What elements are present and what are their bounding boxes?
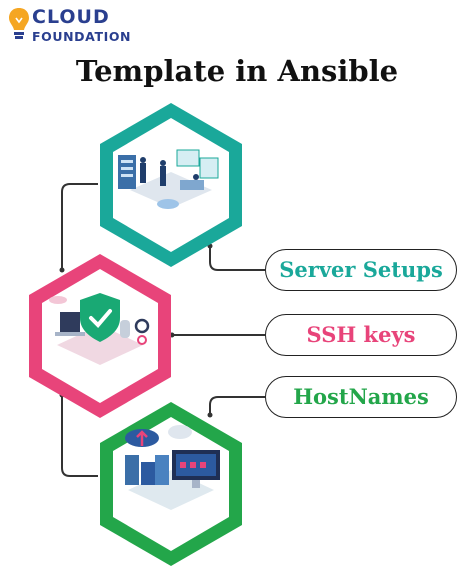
label-ssh-keys-text: SSH keys <box>306 322 416 347</box>
server-room-illustration <box>118 149 219 209</box>
logo: CLOUD FOUNDATION <box>8 4 158 46</box>
hexagon-hostnames <box>100 402 242 566</box>
hexagon-server-setups <box>100 103 242 267</box>
lightbulb-icon <box>9 8 29 39</box>
logo-line-1: CLOUD <box>32 6 110 28</box>
label-hostnames: HostNames <box>265 376 457 418</box>
label-ssh-keys: SSH keys <box>265 314 457 356</box>
label-hostnames-text: HostNames <box>293 384 429 409</box>
connector-server-setups <box>209 246 265 271</box>
connector-hostnames <box>209 396 265 415</box>
hexagon-ssh-keys <box>29 254 171 418</box>
page-title: Template in Ansible <box>75 54 399 88</box>
label-server-setups: Server Setups <box>265 249 457 291</box>
label-server-setups-text: Server Setups <box>279 257 443 282</box>
connector-top-to-middle <box>61 183 98 270</box>
security-shield-illustration <box>49 293 150 365</box>
logo-line-2: FOUNDATION <box>32 29 132 44</box>
cloud-network-illustration <box>125 425 220 510</box>
connector-middle-to-bottom <box>61 395 98 477</box>
